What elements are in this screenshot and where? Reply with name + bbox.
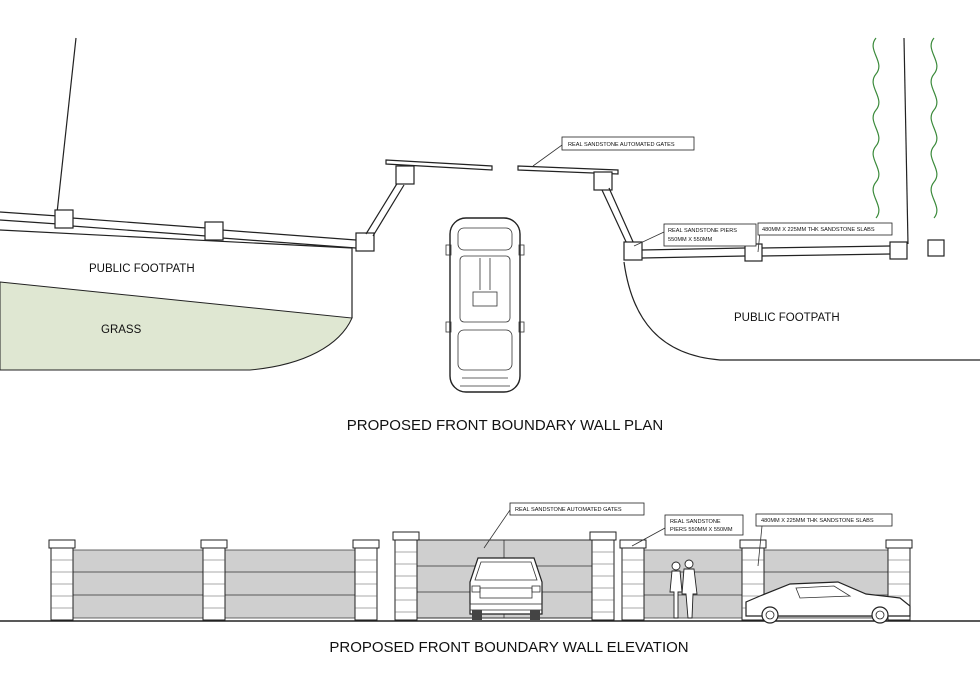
slabs-callout-text-plan: 480MM X 225MM THK SANDSTONE SLABS [762,227,875,233]
people-figures [669,559,698,619]
gates-callout-box-elev [509,502,645,516]
gates-callout-text-plan: REAL SANDSTONE AUTOMATED GATES [568,142,675,148]
right-footpath-edge [623,261,980,361]
gates-callout-box-plan [561,136,695,151]
plan-title: PROPOSED FRONT BOUNDARY WALL PLAN [347,417,663,434]
pier-plan [623,241,643,261]
car-plan [445,217,525,393]
piers-callout-box-elev [664,514,744,536]
coupe-elevation [745,581,911,624]
piers-callout-leader-plan [633,231,665,247]
pier-plan [54,209,74,229]
plan-view: REAL SANDSTONE AUTOMATED GATES REAL SAND… [0,37,980,434]
elevation-title: PROPOSED FRONT BOUNDARY WALL ELEVATION [329,639,688,656]
hedge-right [930,37,938,219]
gate-pier-plan [593,171,613,191]
gates-callout-text-elev: REAL SANDSTONE AUTOMATED GATES [515,507,622,513]
slabs-callout-box-elev [755,513,893,527]
suv-elevation [469,557,543,620]
piers-callout-line1-elev: REAL SANDSTONE [670,519,721,525]
pier-plan [204,221,224,241]
slabs-callout-text-elev: 480MM X 225MM THK SANDSTONE SLABS [761,518,874,524]
pier-plan [889,241,908,260]
footpath-label-right: PUBLIC FOOTPATH [734,312,840,324]
piers-callout-line2-elev: PIERS 550MM X 550MM [670,527,733,533]
footpath-label-left: PUBLIC FOOTPATH [89,263,195,275]
left-wall-plan [0,165,415,252]
hedge-left [872,37,880,219]
gate-pier-plan [395,165,415,185]
pier-plan [744,243,763,262]
grass-area [0,281,353,371]
right-gate-leaf [517,165,619,175]
pier-brick-courses [51,551,910,613]
pier-plan [927,239,945,257]
left-gate-leaf [385,159,493,171]
gates-callout-leader-elev [483,509,511,549]
slabs-callout-leader-elev [757,525,763,567]
slabs-callout-box-plan [757,222,893,236]
piers-callout-leader-elev [631,527,666,547]
pier-plan [355,232,375,252]
piers-callout-line2-plan: 550MM X 550MM [668,237,712,243]
right-wall-plan [593,37,945,262]
grass-label: GRASS [101,324,142,336]
left-boundary-line [56,37,77,214]
piers-callout-box-plan [663,223,757,247]
piers-callout-line1-plan: REAL SANDSTONE PIERS [668,228,737,234]
elevation-view: REAL SANDSTONE AUTOMATED GATES REAL SAND… [0,502,980,656]
